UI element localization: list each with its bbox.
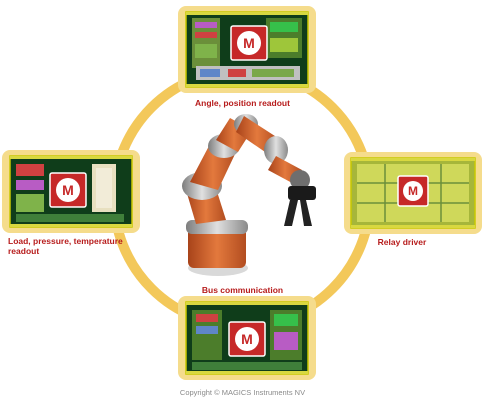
caption-load-pressure-temperature: Load, pressure, temperature readout [8,236,143,256]
logo-letter-right: M [408,184,418,198]
robot-arm [182,114,316,276]
logo-left: M [50,173,86,207]
caption-angle-position-readout: Angle, position readout [0,98,485,108]
copyright-notice: Copyright © MAGICS Instruments NV [0,388,485,397]
logo-top: M [231,26,267,60]
logo-right: M [398,176,428,206]
logo-letter-bottom: M [241,331,253,347]
caption-relay-driver: Relay driver [352,237,452,247]
logo-bottom: M [229,322,265,356]
logo-letter-top: M [243,35,255,51]
caption-bus-communication: Bus communication [0,285,485,295]
logo-letter-left: M [62,182,74,198]
